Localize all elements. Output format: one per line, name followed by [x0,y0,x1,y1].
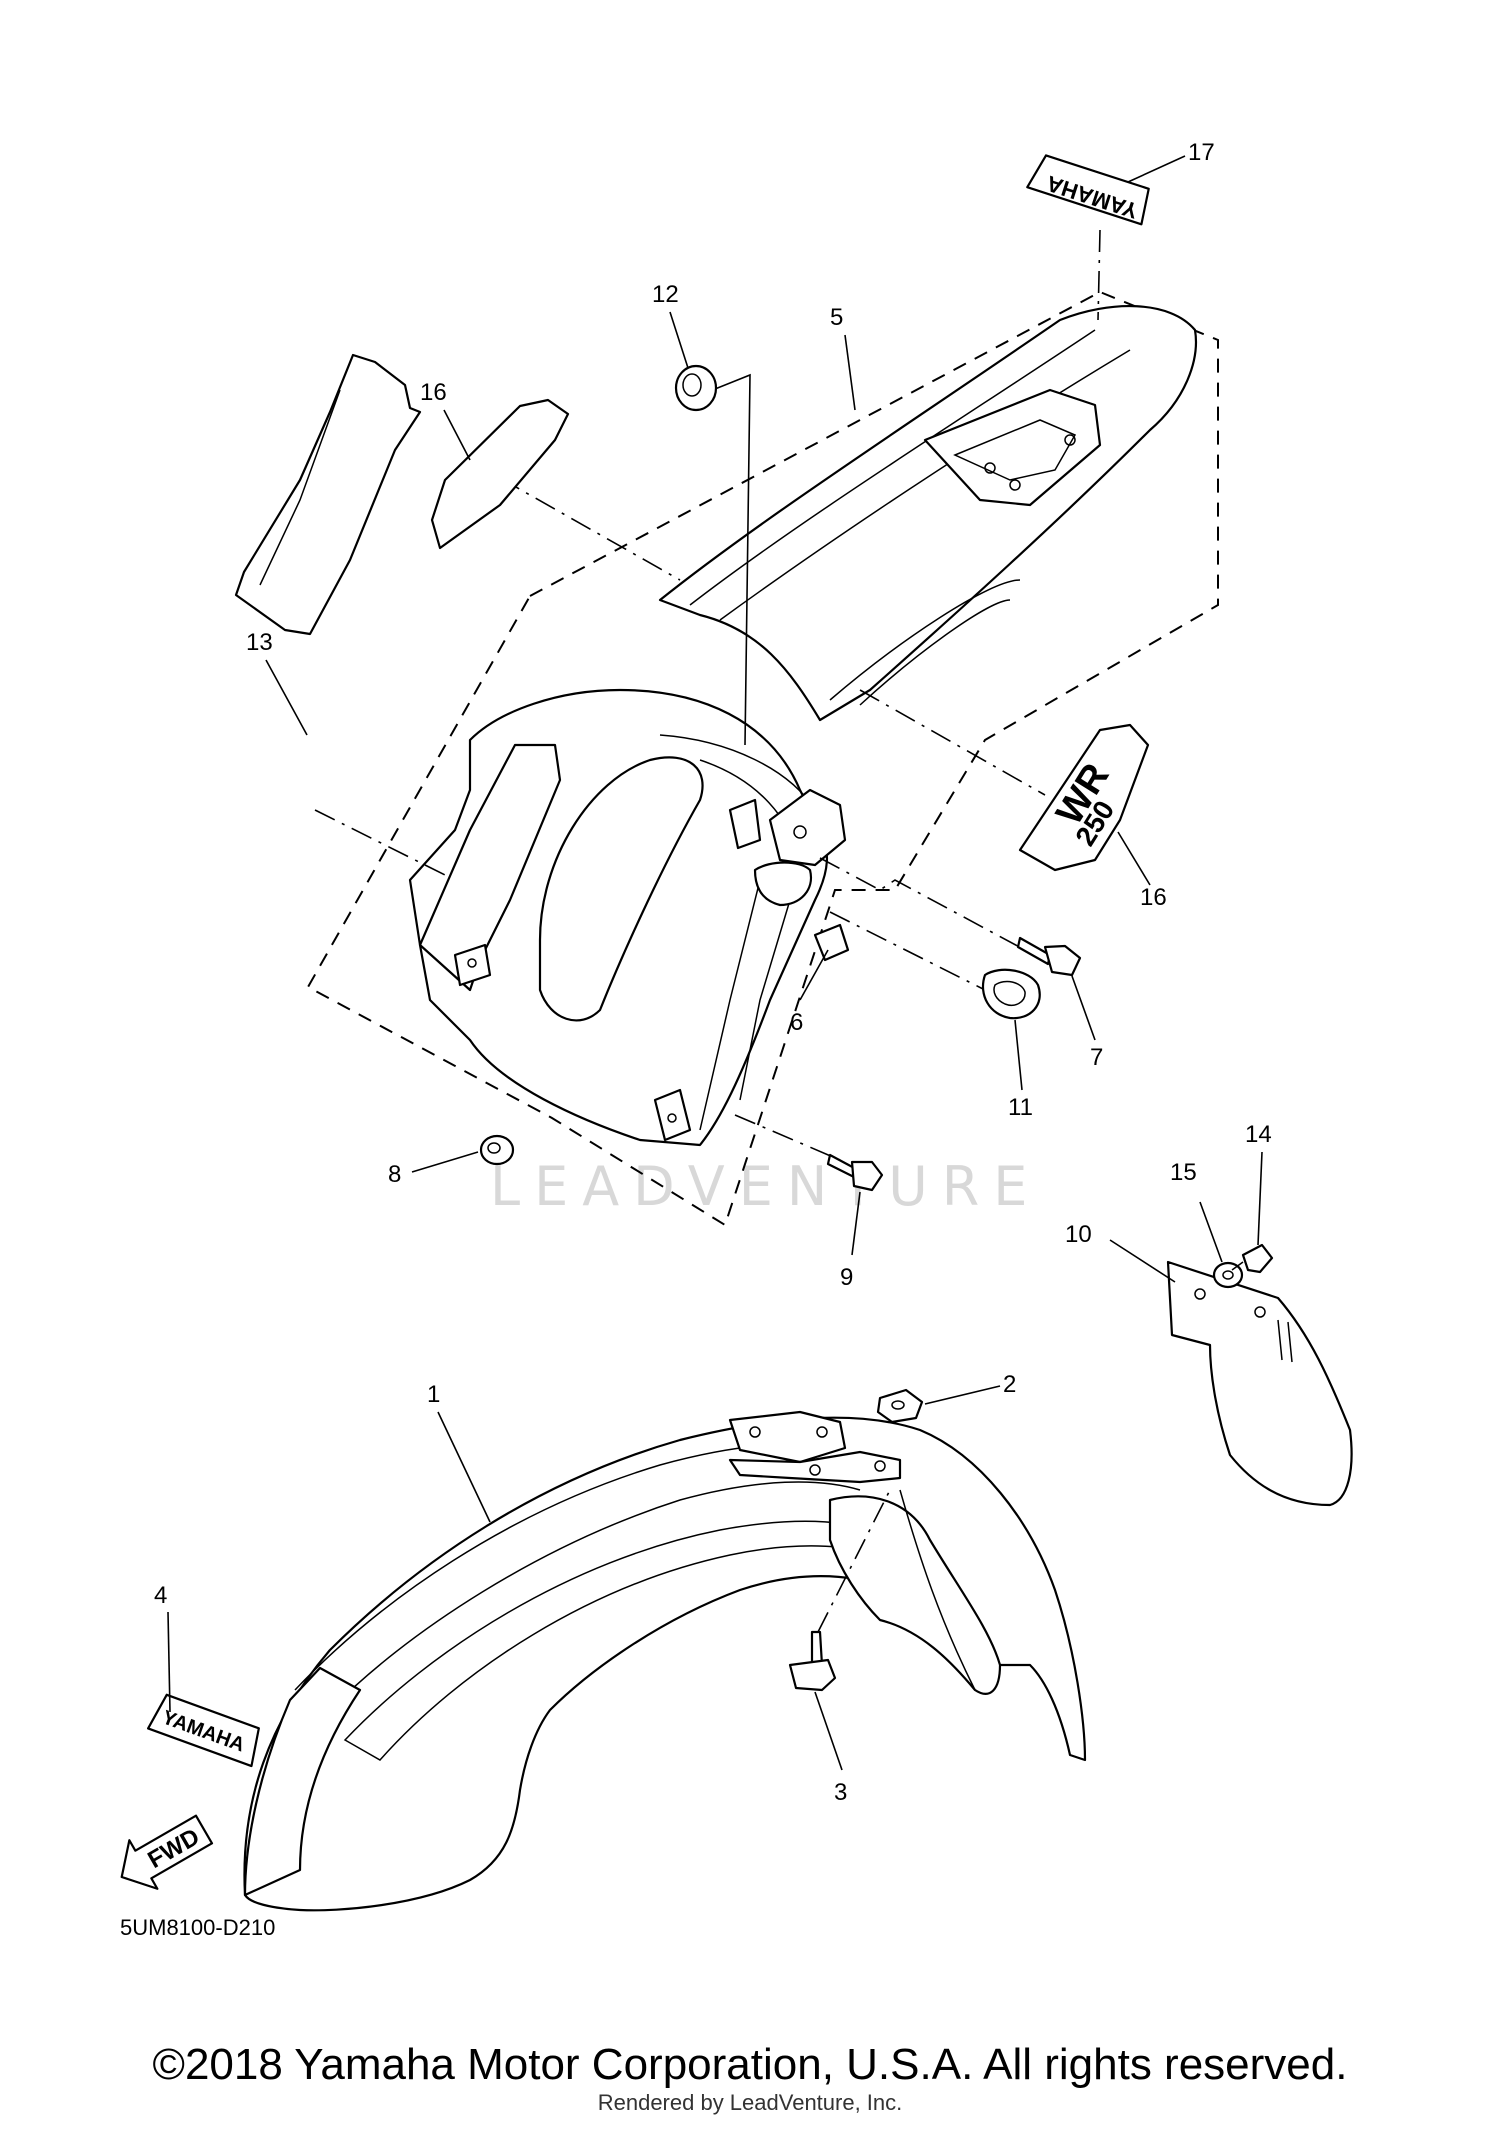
centerline-13 [314,809,446,876]
leader-8 [411,1151,479,1173]
bolt-part-3 [788,1630,837,1692]
rear-fender-part-5 [658,304,1197,722]
leader-10 [1109,1239,1176,1283]
callout-2: 2 [1003,1371,1016,1398]
washer-part-15 [1212,1261,1244,1289]
leader-3 [814,1691,843,1771]
yamaha-decal-part-4: YAMAHA [147,1693,260,1768]
callout-10: 10 [1065,1221,1092,1248]
watermark: LEADVENTURE [490,1155,1041,1218]
leader-13 [265,659,308,736]
callout-4: 4 [154,1582,167,1609]
leader-14 [1257,1151,1263,1246]
front-fender-part-1 [243,1410,1087,1912]
leader-4 [167,1611,171,1713]
side-cover-part-13 [234,353,422,636]
inner-fender-assembly [408,688,850,1147]
callout-11: 11 [1008,1094,1033,1121]
copyright-notice: ©2018 Yamaha Motor Corporation, U.S.A. A… [152,2040,1348,2089]
leader-9 [851,1191,861,1256]
forward-arrow: FWD [120,1814,214,1890]
callout-14: 14 [1245,1121,1272,1148]
callout-9: 9 [840,1264,853,1291]
rendered-by-notice: Rendered by LeadVenture, Inc. [597,2090,903,2115]
side-decal-part-16-left [430,398,570,550]
leader-2 [924,1385,1001,1405]
centerline-7 [819,857,1026,951]
callout-7: 7 [1090,1044,1103,1071]
leader-16a [443,409,471,461]
wr250-decal-part-16-right: WR 250 [1018,723,1150,872]
leader-15 [1199,1201,1223,1263]
bolt-part-9 [826,1153,884,1192]
callout-3: 3 [834,1779,847,1806]
callout-13: 13 [246,629,273,656]
grommet-part-11 [981,968,1041,1020]
collar-part-8 [479,1134,515,1166]
leader-12 [669,311,689,369]
screw-part-14 [1231,1243,1274,1274]
grommet-part-12 [674,364,718,412]
leader-1 [437,1411,491,1523]
leader-16b [1117,831,1151,886]
centerline-17 [1097,229,1101,321]
bolt-part-7 [1016,936,1082,977]
centerline-16b [859,689,1046,796]
yamaha-decal-part-17: YAMAHA [1026,154,1150,226]
callout-6: 6 [790,1009,803,1036]
callout-17: 17 [1188,139,1215,166]
centerline-3 [817,1489,891,1633]
callout-12: 12 [652,281,679,308]
centerline-16a [499,477,681,581]
nut-part-2 [876,1388,924,1424]
leader-5 [844,334,856,411]
callout-8: 8 [388,1161,401,1188]
mud-flap-part-10 [1166,1260,1353,1507]
callout-16a: 16 [420,379,447,406]
leader-11 [1014,1019,1023,1091]
leader-6 [799,949,829,1001]
centerline-9 [734,1114,841,1161]
drawing-code: 5UM8100-D210 [120,1915,275,1940]
leader-7 [1071,975,1096,1041]
callout-15: 15 [1170,1159,1197,1186]
leader-17 [1127,155,1186,183]
callout-1: 1 [427,1381,440,1408]
callout-16b: 16 [1140,884,1167,911]
centerline-11 [829,911,986,991]
callout-5: 5 [830,304,843,331]
